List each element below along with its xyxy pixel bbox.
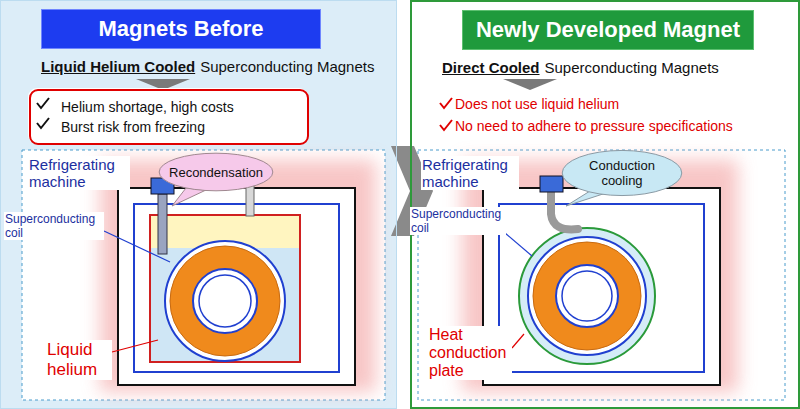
coil-inner — [193, 269, 257, 333]
subtitle-emphasis: Liquid Helium Cooled — [41, 58, 195, 75]
part-label: Refrigerating machine — [28, 156, 130, 190]
subtitle-line: Liquid Helium Cooled Superconducting Magn… — [41, 58, 374, 76]
coil-bore — [562, 271, 612, 321]
vacuum-housing — [118, 188, 355, 385]
figure-frame — [418, 150, 785, 400]
header-box: Magnets Before — [41, 9, 321, 49]
check-mark — [440, 98, 452, 108]
heat-conduction-plate — [519, 228, 655, 364]
subtitle-text: Superconducting Magnets — [200, 58, 374, 75]
check-mark — [440, 120, 452, 130]
panel-ground — [410, 0, 800, 409]
subtitle-line: Direct Cooled Superconducting Magnets — [442, 59, 719, 77]
refrigerator-symbol — [540, 176, 563, 192]
issue-item: Burst risk from freezing — [61, 117, 297, 137]
header-title: Newly Developed Magnet — [476, 17, 740, 43]
issue-item: Helium shortage, high costs — [61, 97, 297, 117]
callout-tail — [172, 188, 206, 206]
header-box: Newly Developed Magnet — [462, 10, 754, 50]
radiation-shield — [499, 204, 704, 372]
superconducting-coil — [170, 246, 280, 356]
subtitle-emphasis: Direct Cooled — [442, 59, 540, 76]
callout-bubble: Conduction cooling — [561, 149, 683, 197]
helium-vessel — [150, 215, 300, 362]
box-ground — [28, 88, 308, 144]
part-label: Heat conduction plate — [428, 326, 512, 380]
conduction-strap — [551, 192, 578, 229]
benefit-text: No need to adhere to pressure specificat… — [455, 118, 733, 134]
coil-outer — [165, 241, 285, 361]
coil-bore — [199, 275, 251, 327]
down-arrow — [503, 79, 557, 90]
callout-ellipse — [159, 153, 273, 191]
issue-box: Helium shortage, high costsBurst risk fr… — [29, 89, 309, 145]
benefit-text: Does not use liquid helium — [455, 96, 619, 112]
header-title: Magnets Before — [98, 16, 263, 42]
callout-bubble: Recondensation — [158, 152, 274, 192]
heat-glow — [100, 160, 376, 392]
leader-line — [112, 340, 158, 352]
part-label: Liquid helium — [46, 340, 112, 380]
recondensation-pipe — [246, 184, 254, 216]
callout-text: Recondensation — [169, 165, 263, 180]
cold-head — [158, 194, 167, 254]
coil-inner — [556, 265, 618, 327]
superconducting-coil — [533, 242, 641, 350]
callout-text: Conduction cooling — [561, 158, 683, 188]
part-label: Refrigerating machine — [421, 156, 519, 190]
leader-line — [505, 233, 532, 256]
vacuum-housing — [483, 188, 720, 385]
coil-outer — [528, 237, 646, 355]
check-mark — [37, 98, 49, 108]
leader-line — [512, 334, 524, 348]
part-label: Superconducting coil — [410, 207, 506, 235]
check-mark — [37, 118, 49, 128]
leader-line — [104, 231, 170, 262]
panel-ground — [0, 0, 397, 409]
part-label: Superconducting coil — [4, 212, 104, 240]
subtitle-text: Superconducting Magnets — [545, 59, 719, 76]
figure-frame — [22, 150, 385, 400]
